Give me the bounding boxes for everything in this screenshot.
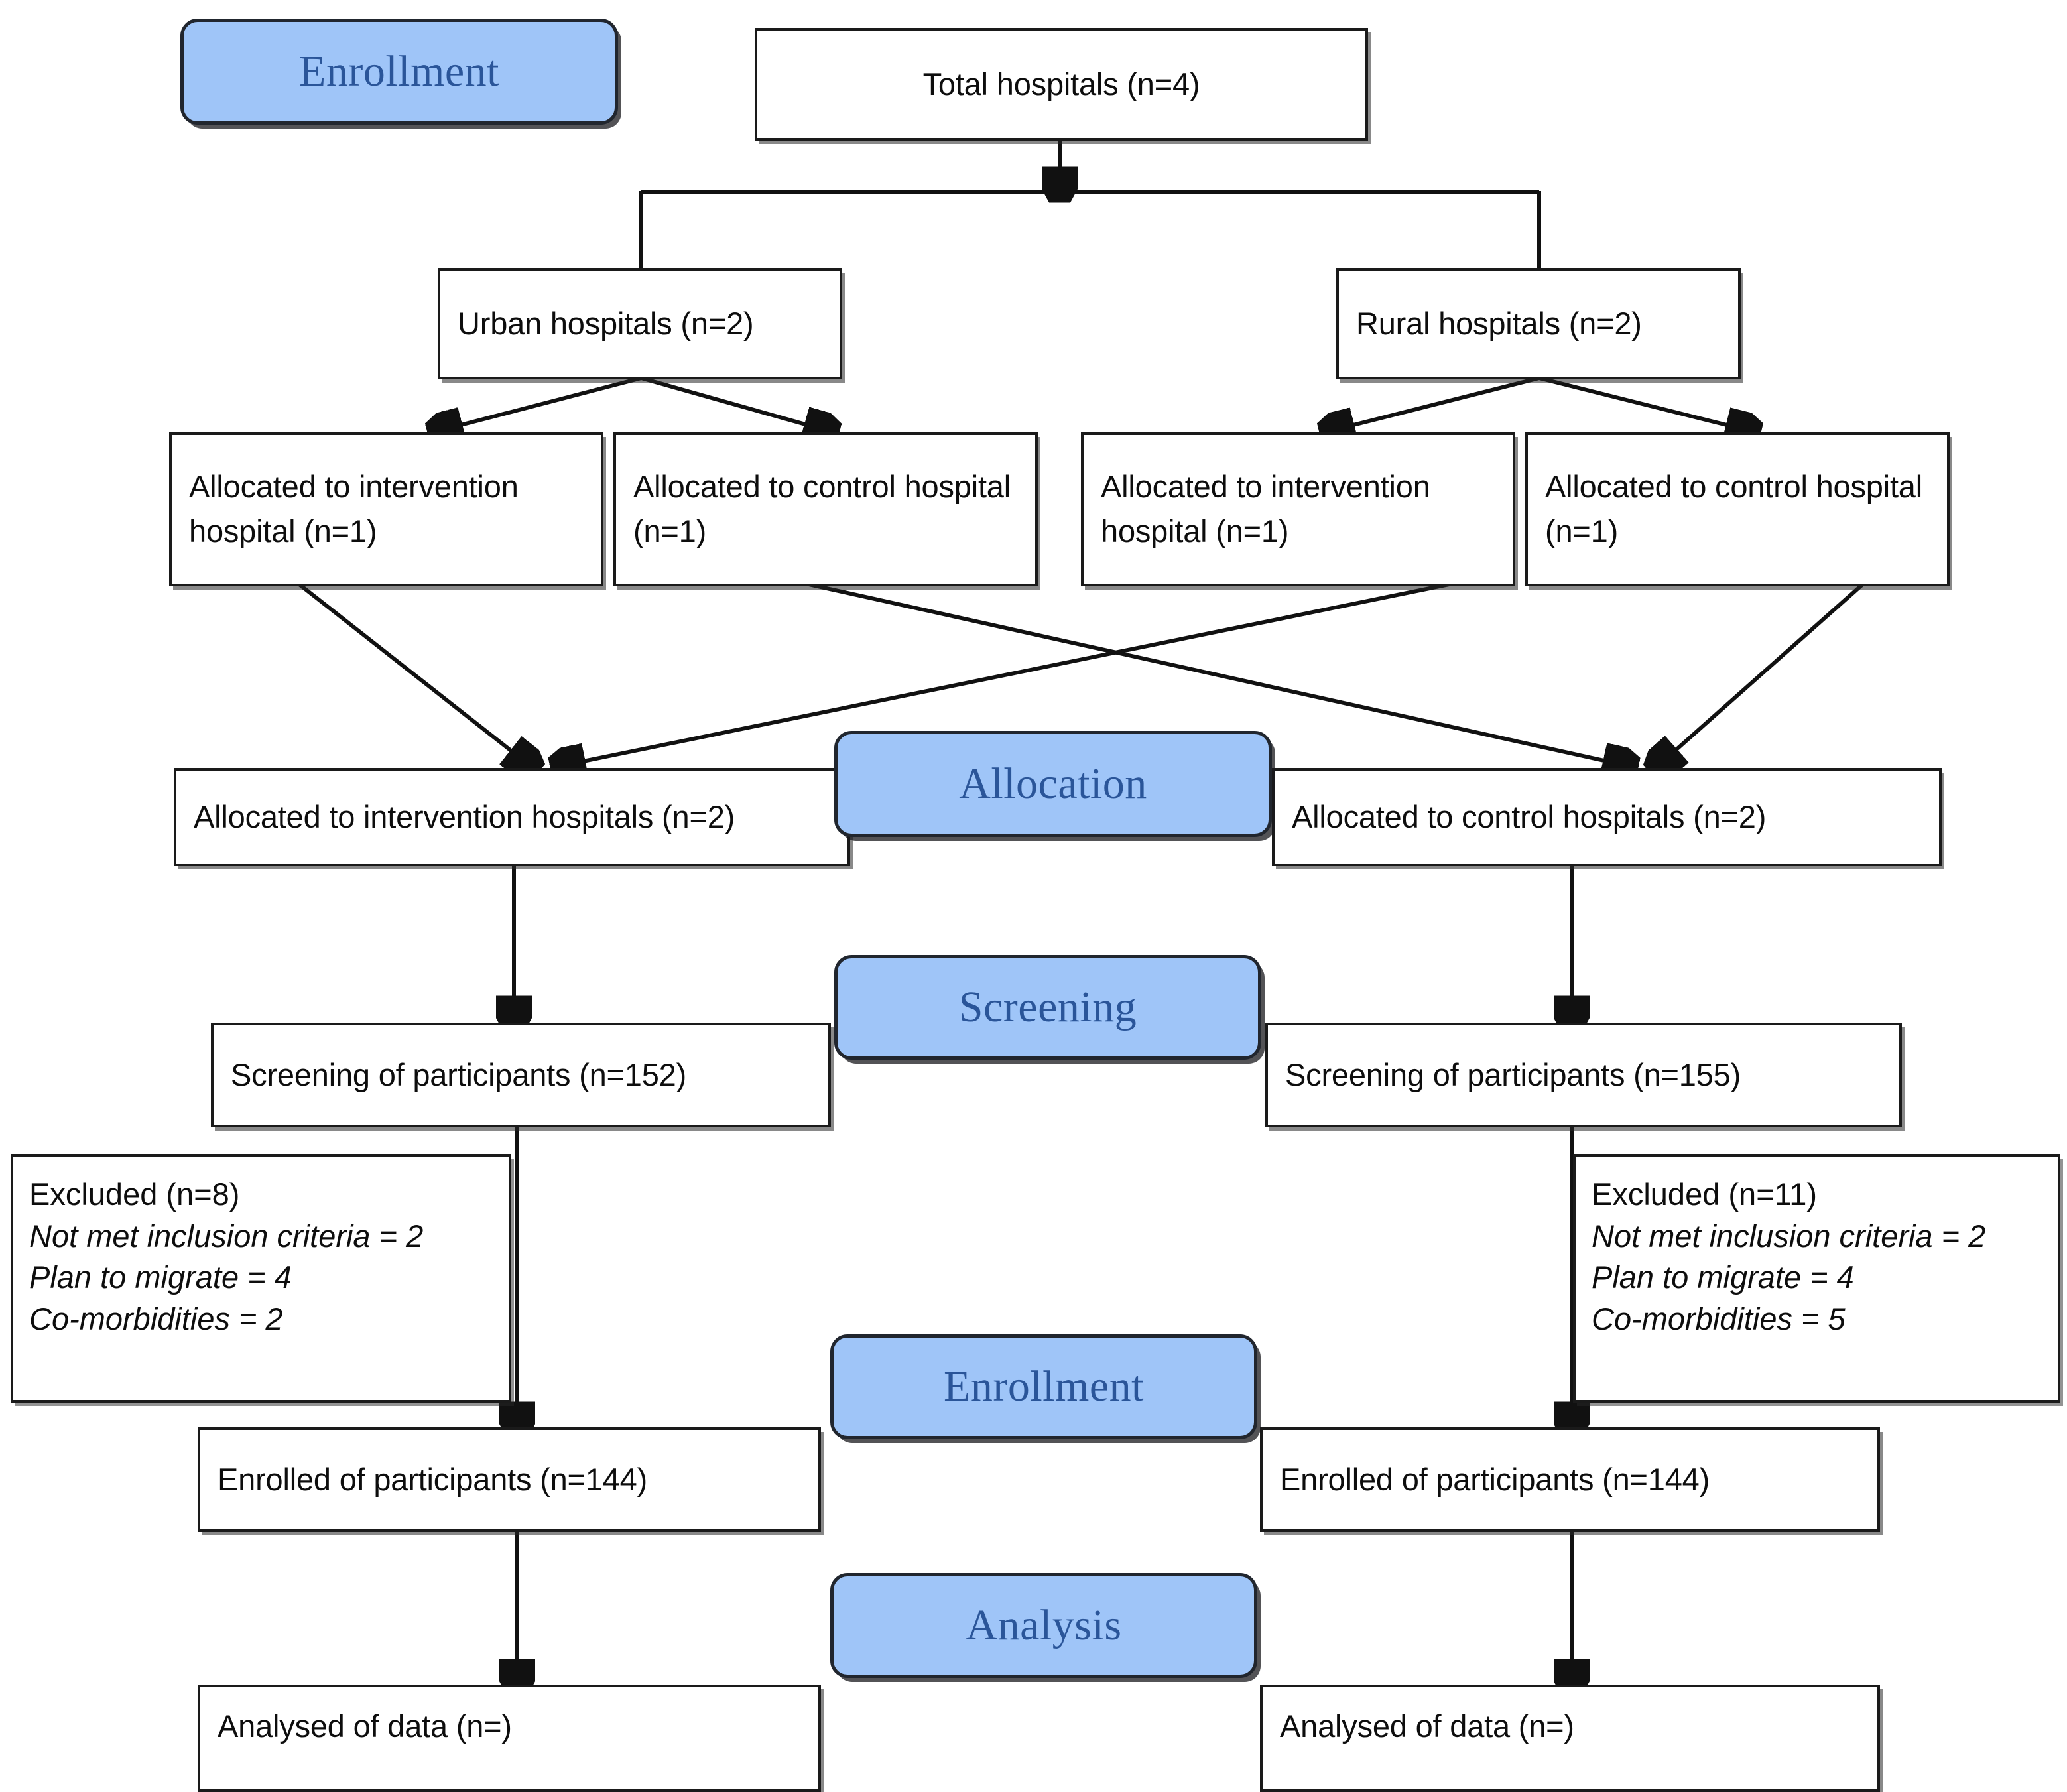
node-enrolled-left: Enrolled of participants (n=144): [198, 1427, 821, 1532]
node-rural-intervention-hospital-label: Allocated to intervention hospital (n=1): [1101, 469, 1430, 548]
node-enrolled-left-label: Enrolled of participants (n=144): [218, 1461, 648, 1497]
node-urban-intervention-hospital: Allocated to intervention hospital (n=1): [169, 432, 603, 586]
node-rural-hospitals-label: Rural hospitals (n=2): [1356, 305, 1642, 341]
node-analysed-right: Analysed of data (n=): [1260, 1685, 1880, 1792]
node-urban-control-hospital: Allocated to control hospital (n=1): [613, 432, 1038, 586]
stage-label-text: Allocation: [959, 759, 1147, 808]
stage-label-screening: Screening: [834, 955, 1261, 1060]
node-urban-hospitals-label: Urban hospitals (n=2): [458, 305, 754, 341]
stage-label-text: Screening: [958, 983, 1137, 1031]
node-analysed-left: Analysed of data (n=): [198, 1685, 821, 1792]
excluded-right-reason-1: Not met inclusion criteria = 2: [1592, 1218, 1986, 1253]
excluded-right-heading: Excluded (n=11): [1592, 1177, 1818, 1212]
stage-label-text: Enrollment: [299, 47, 499, 96]
excluded-left-heading: Excluded (n=8): [29, 1177, 240, 1212]
node-screening-left-label: Screening of participants (n=152): [231, 1056, 687, 1092]
node-enrolled-right: Enrolled of participants (n=144): [1260, 1427, 1880, 1532]
node-allocated-control-hospitals-label: Allocated to control hospitals (n=2): [1292, 799, 1767, 834]
node-allocated-intervention-hospitals: Allocated to intervention hospitals (n=2…: [174, 768, 850, 866]
excluded-left-reason-3: Co-morbidities = 2: [29, 1301, 283, 1336]
stage-label-analysis: Analysis: [830, 1573, 1257, 1678]
excluded-left-reason-1: Not met inclusion criteria = 2: [29, 1218, 424, 1253]
stage-label-allocation: Allocation: [834, 731, 1272, 837]
node-screening-right: Screening of participants (n=155): [1265, 1023, 1902, 1127]
node-screening-right-label: Screening of participants (n=155): [1285, 1056, 1741, 1092]
node-total-hospitals-label: Total hospitals (n=4): [922, 66, 1200, 101]
stage-label-text: Enrollment: [944, 1362, 1144, 1411]
node-rural-hospitals: Rural hospitals (n=2): [1336, 268, 1741, 379]
excluded-right-reason-3: Co-morbidities = 5: [1592, 1301, 1846, 1336]
node-allocated-intervention-hospitals-label: Allocated to intervention hospitals (n=2…: [194, 799, 735, 834]
excluded-left-reason-2: Plan to migrate = 4: [29, 1259, 292, 1295]
node-urban-control-hospital-label: Allocated to control hospital (n=1): [633, 469, 1011, 548]
stage-label-enrollment-top: Enrollment: [180, 19, 618, 125]
node-enrolled-right-label: Enrolled of participants (n=144): [1280, 1461, 1710, 1497]
node-total-hospitals: Total hospitals (n=4): [755, 28, 1368, 141]
stage-label-enrollment-bottom: Enrollment: [830, 1334, 1257, 1439]
excluded-box-left: Excluded (n=8) Not met inclusion criteri…: [11, 1154, 511, 1403]
node-screening-left: Screening of participants (n=152): [211, 1023, 831, 1127]
node-analysed-right-label: Analysed of data (n=): [1280, 1708, 1574, 1744]
excluded-box-right: Excluded (n=11) Not met inclusion criter…: [1573, 1154, 2060, 1403]
node-rural-intervention-hospital: Allocated to intervention hospital (n=1): [1081, 432, 1515, 586]
excluded-right-reason-2: Plan to migrate = 4: [1592, 1259, 1854, 1295]
node-rural-control-hospital: Allocated to control hospital (n=1): [1525, 432, 1950, 586]
stage-label-text: Analysis: [966, 1601, 1122, 1649]
node-allocated-control-hospitals: Allocated to control hospitals (n=2): [1272, 768, 1942, 866]
node-urban-hospitals: Urban hospitals (n=2): [438, 268, 842, 379]
node-rural-control-hospital-label: Allocated to control hospital (n=1): [1545, 469, 1922, 548]
node-analysed-left-label: Analysed of data (n=): [218, 1708, 512, 1744]
node-urban-intervention-hospital-label: Allocated to intervention hospital (n=1): [189, 469, 519, 548]
